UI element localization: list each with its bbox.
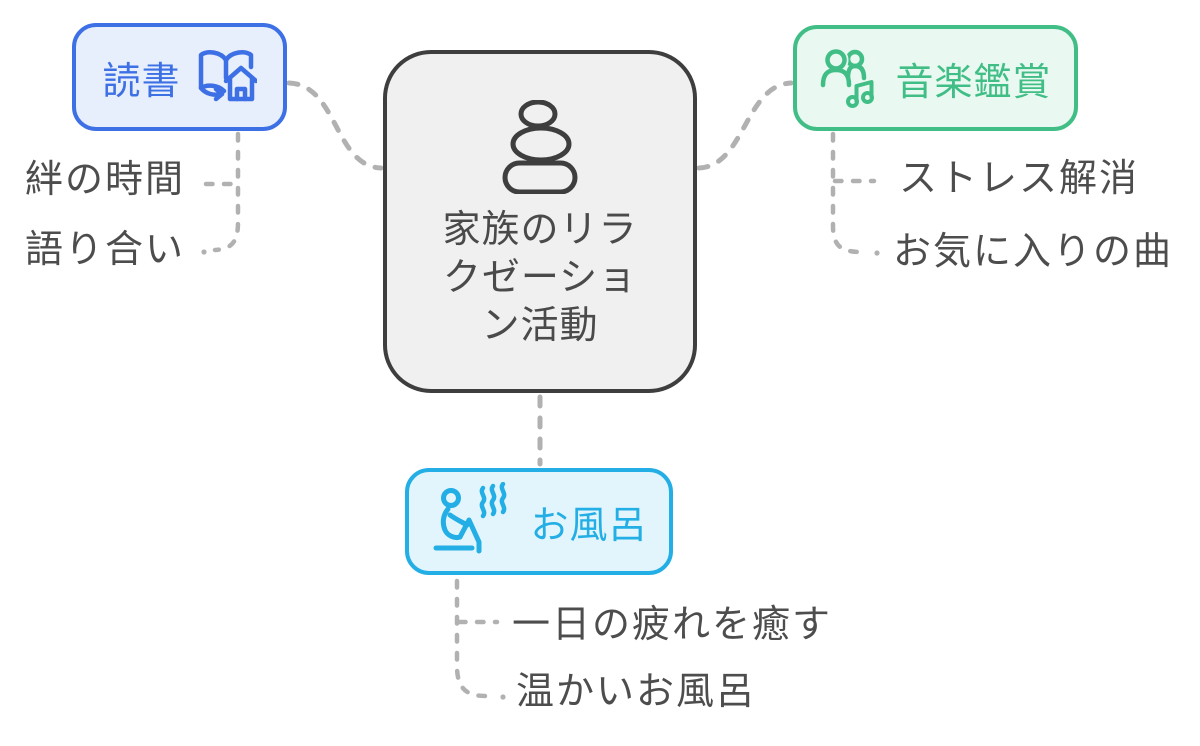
center-label-line: クゼーショ	[442, 257, 638, 299]
leaf-node-bonding-time[interactable]: 絆の時間	[25, 159, 186, 201]
connector-center-to-music	[696, 80, 794, 171]
connector-endpoint-dot	[874, 250, 880, 256]
leaf-node-stress-relief[interactable]: ストレス解消	[899, 158, 1140, 200]
bath-node[interactable]: お風呂	[405, 468, 673, 575]
leaf-node-warm-bath[interactable]: 温かいお風呂	[516, 671, 757, 713]
center-label-line: 家族のリラ	[442, 209, 638, 251]
center-label-line: ン活動	[481, 305, 599, 347]
connector-endpoint-dot	[500, 694, 506, 700]
connector-reading-children	[212, 131, 241, 253]
connector-reading-to-center	[286, 80, 384, 171]
music-node[interactable]: 音楽鑑賞	[793, 25, 1078, 131]
zen-stones-icon	[502, 100, 578, 194]
music-node-label: 音楽鑑賞	[895, 61, 1052, 104]
reading-node[interactable]: 読書	[72, 23, 287, 131]
reading-node-label: 読書	[102, 60, 181, 103]
connector-endpoint-dot	[201, 249, 207, 255]
bath-node-label: お風呂	[530, 505, 648, 547]
connector-bath-children	[454, 578, 489, 699]
leaf-node-favorite-songs[interactable]: お気に入りの曲	[893, 231, 1174, 273]
bathing-person-steam-icon	[433, 481, 507, 553]
leaf-node-talking-together[interactable]: 語り合い	[25, 229, 186, 271]
open-book-house-icon	[198, 50, 257, 102]
leaf-node-heal-daily-fatigue[interactable]: 一日の疲れを癒す	[512, 604, 833, 646]
connector-music-children	[830, 131, 865, 255]
people-music-note-icon	[821, 47, 875, 108]
center-node[interactable]: 家族のリラ クゼーショ ン活動	[383, 50, 697, 393]
center-node-label: 家族のリラ クゼーショ ン活動	[442, 206, 637, 350]
